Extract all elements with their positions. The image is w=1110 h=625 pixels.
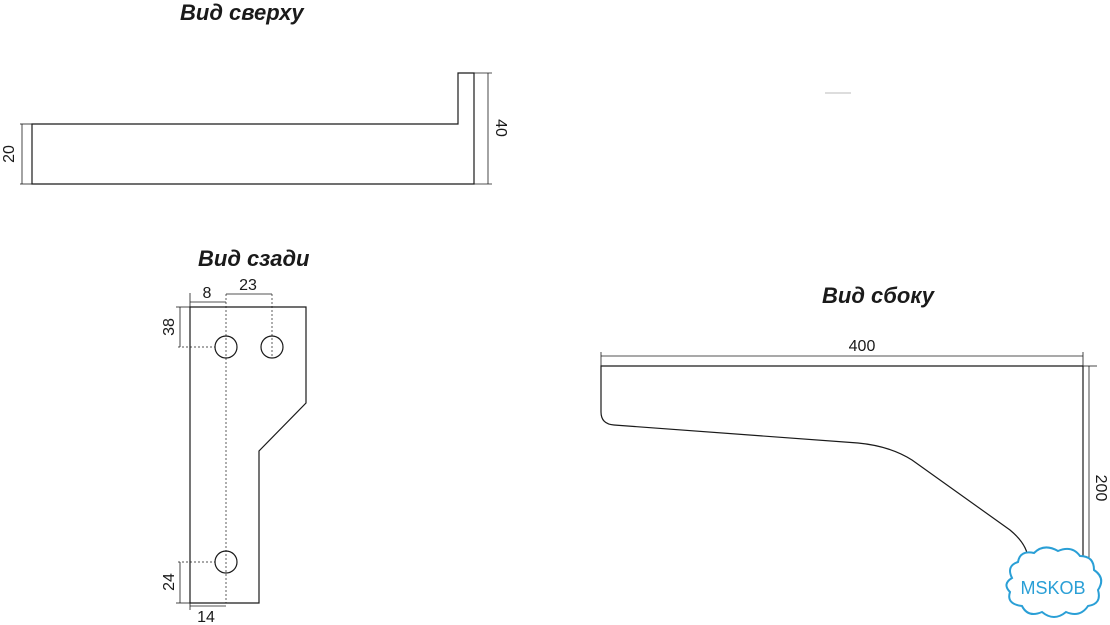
side-view-title: Вид сбоку [822, 283, 936, 308]
top-dim-40-label: 40 [492, 119, 509, 137]
top-view-title: Вид сверху [180, 0, 305, 25]
watermark-cloud [1005, 546, 1103, 618]
watermark-logo: MSKOB [1005, 546, 1103, 618]
back-dim-14: 14 [189, 603, 226, 625]
side-dim-400: 400 [600, 338, 1084, 366]
back-dim-23-label: 23 [239, 277, 257, 294]
back-view-outline [189, 306, 307, 604]
back-view: Вид сзади 8 23 38 24 [161, 246, 310, 625]
top-dim-40: 40 [474, 72, 509, 185]
side-view: Вид сбоку 400 200 [600, 283, 1109, 585]
top-view: Вид сверху 20 40 [1, 0, 851, 185]
watermark-text: MSKOB [1020, 578, 1085, 598]
top-dim-20: 20 [1, 123, 32, 185]
side-dim-200-label: 200 [1092, 475, 1109, 502]
back-dim-38: 38 [161, 306, 190, 347]
top-dim-20-label: 20 [1, 145, 18, 163]
top-view-outline [31, 72, 475, 185]
back-dim-14-label: 14 [197, 609, 215, 625]
back-dim-24-label: 24 [161, 573, 178, 591]
back-dim-8: 8 [189, 285, 226, 307]
back-dim-8-label: 8 [203, 285, 212, 302]
side-dim-200: 200 [1083, 365, 1109, 585]
back-dim-38-label: 38 [161, 318, 178, 336]
back-view-title: Вид сзади [198, 246, 310, 271]
back-dim-23: 23 [226, 277, 272, 295]
side-dim-400-label: 400 [849, 338, 876, 355]
back-dim-24: 24 [161, 562, 190, 604]
side-view-outline [600, 365, 1083, 561]
